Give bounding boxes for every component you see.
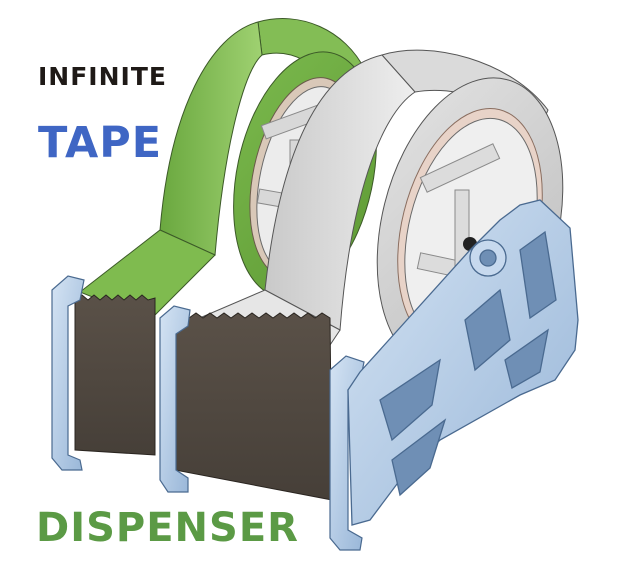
- left-clip-bracket: [51, 275, 191, 493]
- left-blade-panel: [74, 294, 156, 456]
- title-line-1: INFINITE: [38, 62, 167, 91]
- front-clip-bracket: [329, 355, 365, 551]
- title-line-2: TAPE: [38, 118, 163, 168]
- right-blade-panel: [174, 312, 333, 501]
- side-frame: [347, 199, 579, 526]
- title-line-3: DISPENSER: [36, 505, 299, 551]
